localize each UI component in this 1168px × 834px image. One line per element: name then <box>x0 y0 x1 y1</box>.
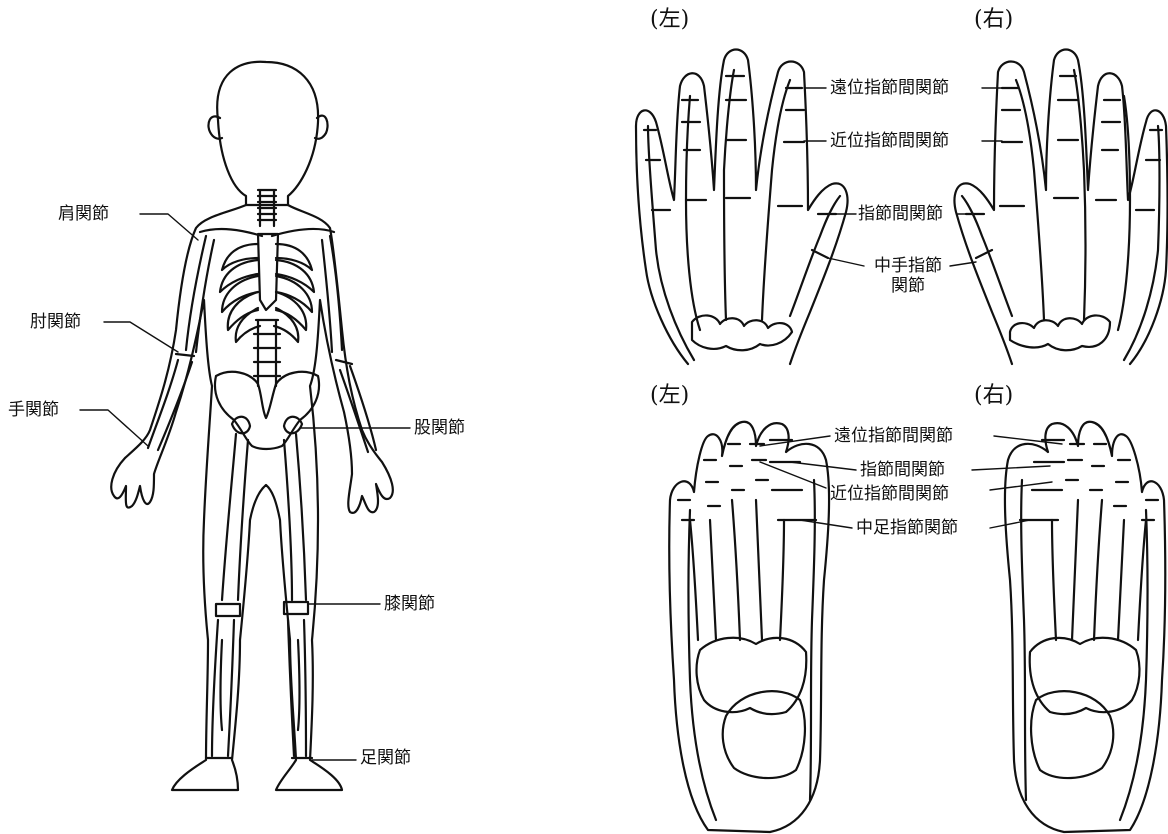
label-foot-dip: 遠位指節間関節 <box>834 426 953 446</box>
label-foot-mtp: 中足指節関節 <box>856 518 958 538</box>
right-foot-phalanges <box>1020 440 1158 520</box>
foot-leaders <box>760 436 1062 528</box>
right-hand <box>955 50 1168 365</box>
body-figure <box>111 62 393 790</box>
label-hand-mcp: 中手指節 関節 <box>866 256 950 296</box>
hands-right-caption: (右) <box>974 8 1013 32</box>
right-foot-tarsals <box>1030 638 1140 714</box>
label-foot-ip: 指節間関節 <box>860 460 945 480</box>
label-hip-joint: 股関節 <box>414 418 465 438</box>
left-foot-tarsals <box>697 638 807 714</box>
humerus-left <box>186 236 214 352</box>
label-wrist-joint: 手関節 <box>8 400 59 420</box>
feet-left-caption: (左) <box>650 384 689 408</box>
left-hand-outline <box>636 50 847 365</box>
right-hand-carpals <box>1010 315 1110 350</box>
femur-right <box>284 434 306 600</box>
label-hand-dip: 遠位指節間関節 <box>830 78 949 98</box>
sternum <box>258 234 278 310</box>
tibia-left <box>212 620 234 756</box>
left-hand-carpals <box>692 315 792 350</box>
right-foot <box>1005 422 1165 832</box>
left-foot-phalanges <box>678 440 816 520</box>
right-hand-outline <box>955 50 1168 365</box>
label-hand-ip: 指節間関節 <box>858 204 943 224</box>
left-hand <box>636 50 847 365</box>
ribs <box>220 244 314 342</box>
label-shoulder-joint: 肩関節 <box>58 204 109 224</box>
label-hand-mcp-line2: 関節 <box>866 276 950 296</box>
hands-left-caption: (左) <box>650 8 689 32</box>
label-knee-joint: 膝関節 <box>384 594 435 614</box>
left-foot <box>669 422 829 832</box>
label-hand-pip: 近位指節間関節 <box>830 131 949 151</box>
pelvis <box>215 372 319 449</box>
right-foot-metatarsals <box>1052 500 1146 640</box>
feet-right-caption: (右) <box>974 384 1013 408</box>
head-outline <box>217 62 318 205</box>
right-foot-outline <box>1005 422 1165 832</box>
femur-left <box>222 434 248 600</box>
lumbar-spine <box>254 320 280 386</box>
label-foot-pip: 近位指節間関節 <box>830 484 949 504</box>
knee-caps <box>216 602 308 616</box>
left-foot-outline <box>669 422 829 832</box>
left-foot-metatarsals <box>690 500 784 640</box>
label-ankle-joint: 足関節 <box>360 748 411 768</box>
right-hand-inner <box>962 70 1160 360</box>
hand-leaders <box>804 88 1002 266</box>
label-hand-mcp-line1: 中手指節 <box>866 256 950 276</box>
label-elbow-joint: 肘関節 <box>30 312 81 332</box>
forearm-left <box>148 354 194 450</box>
cervical-spine <box>258 190 276 226</box>
